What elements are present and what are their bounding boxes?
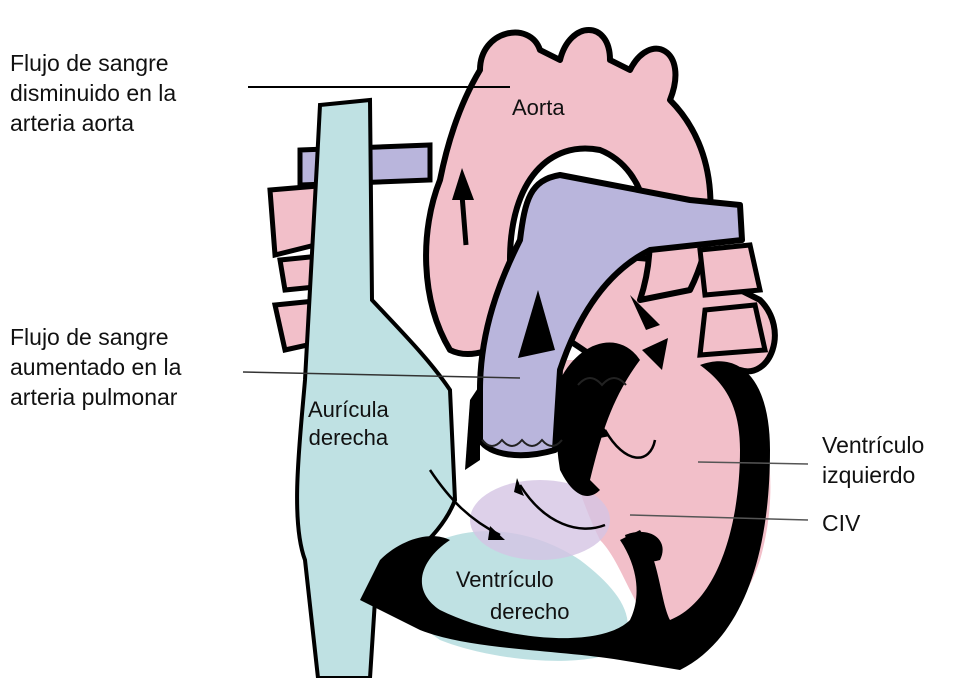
pink-vessel-right-lower — [700, 305, 765, 355]
label-pulmonary-flow: Flujo de sangre aumentado en la arteria … — [10, 322, 181, 412]
label-civ: CIV — [822, 508, 860, 538]
label-right-atrium-line-2: derecha — [308, 424, 389, 452]
label-left-ventricle-line-1: Ventrículo — [822, 430, 924, 460]
label-aorta-flow: Flujo de sangre disminuido en la arteria… — [10, 48, 176, 138]
label-right-atrium: Aurícula derecha — [308, 396, 389, 452]
label-aorta-flow-line-2: disminuido en la — [10, 78, 176, 108]
label-left-ventricle: Ventrículo izquierdo — [822, 430, 924, 490]
label-right-ventricle-line-1: Ventrículo — [440, 566, 570, 594]
label-right-ventricle: Ventrículo derecho — [440, 566, 570, 626]
label-pulmonary-flow-line-3: arteria pulmonar — [10, 382, 181, 412]
label-left-ventricle-line-2: izquierdo — [822, 460, 924, 490]
label-aorta-flow-line-3: arteria aorta — [10, 108, 176, 138]
pink-vessel-right-upper — [700, 245, 760, 295]
label-right-atrium-line-1: Aurícula — [308, 396, 389, 424]
label-aorta: Aorta — [512, 94, 565, 122]
label-pulmonary-flow-line-1: Flujo de sangre — [10, 322, 181, 352]
atrial-wall — [465, 385, 480, 470]
label-right-ventricle-line-2: derecho — [490, 598, 570, 626]
label-aorta-flow-line-1: Flujo de sangre — [10, 48, 176, 78]
label-pulmonary-flow-line-2: aumentado en la — [10, 352, 181, 382]
